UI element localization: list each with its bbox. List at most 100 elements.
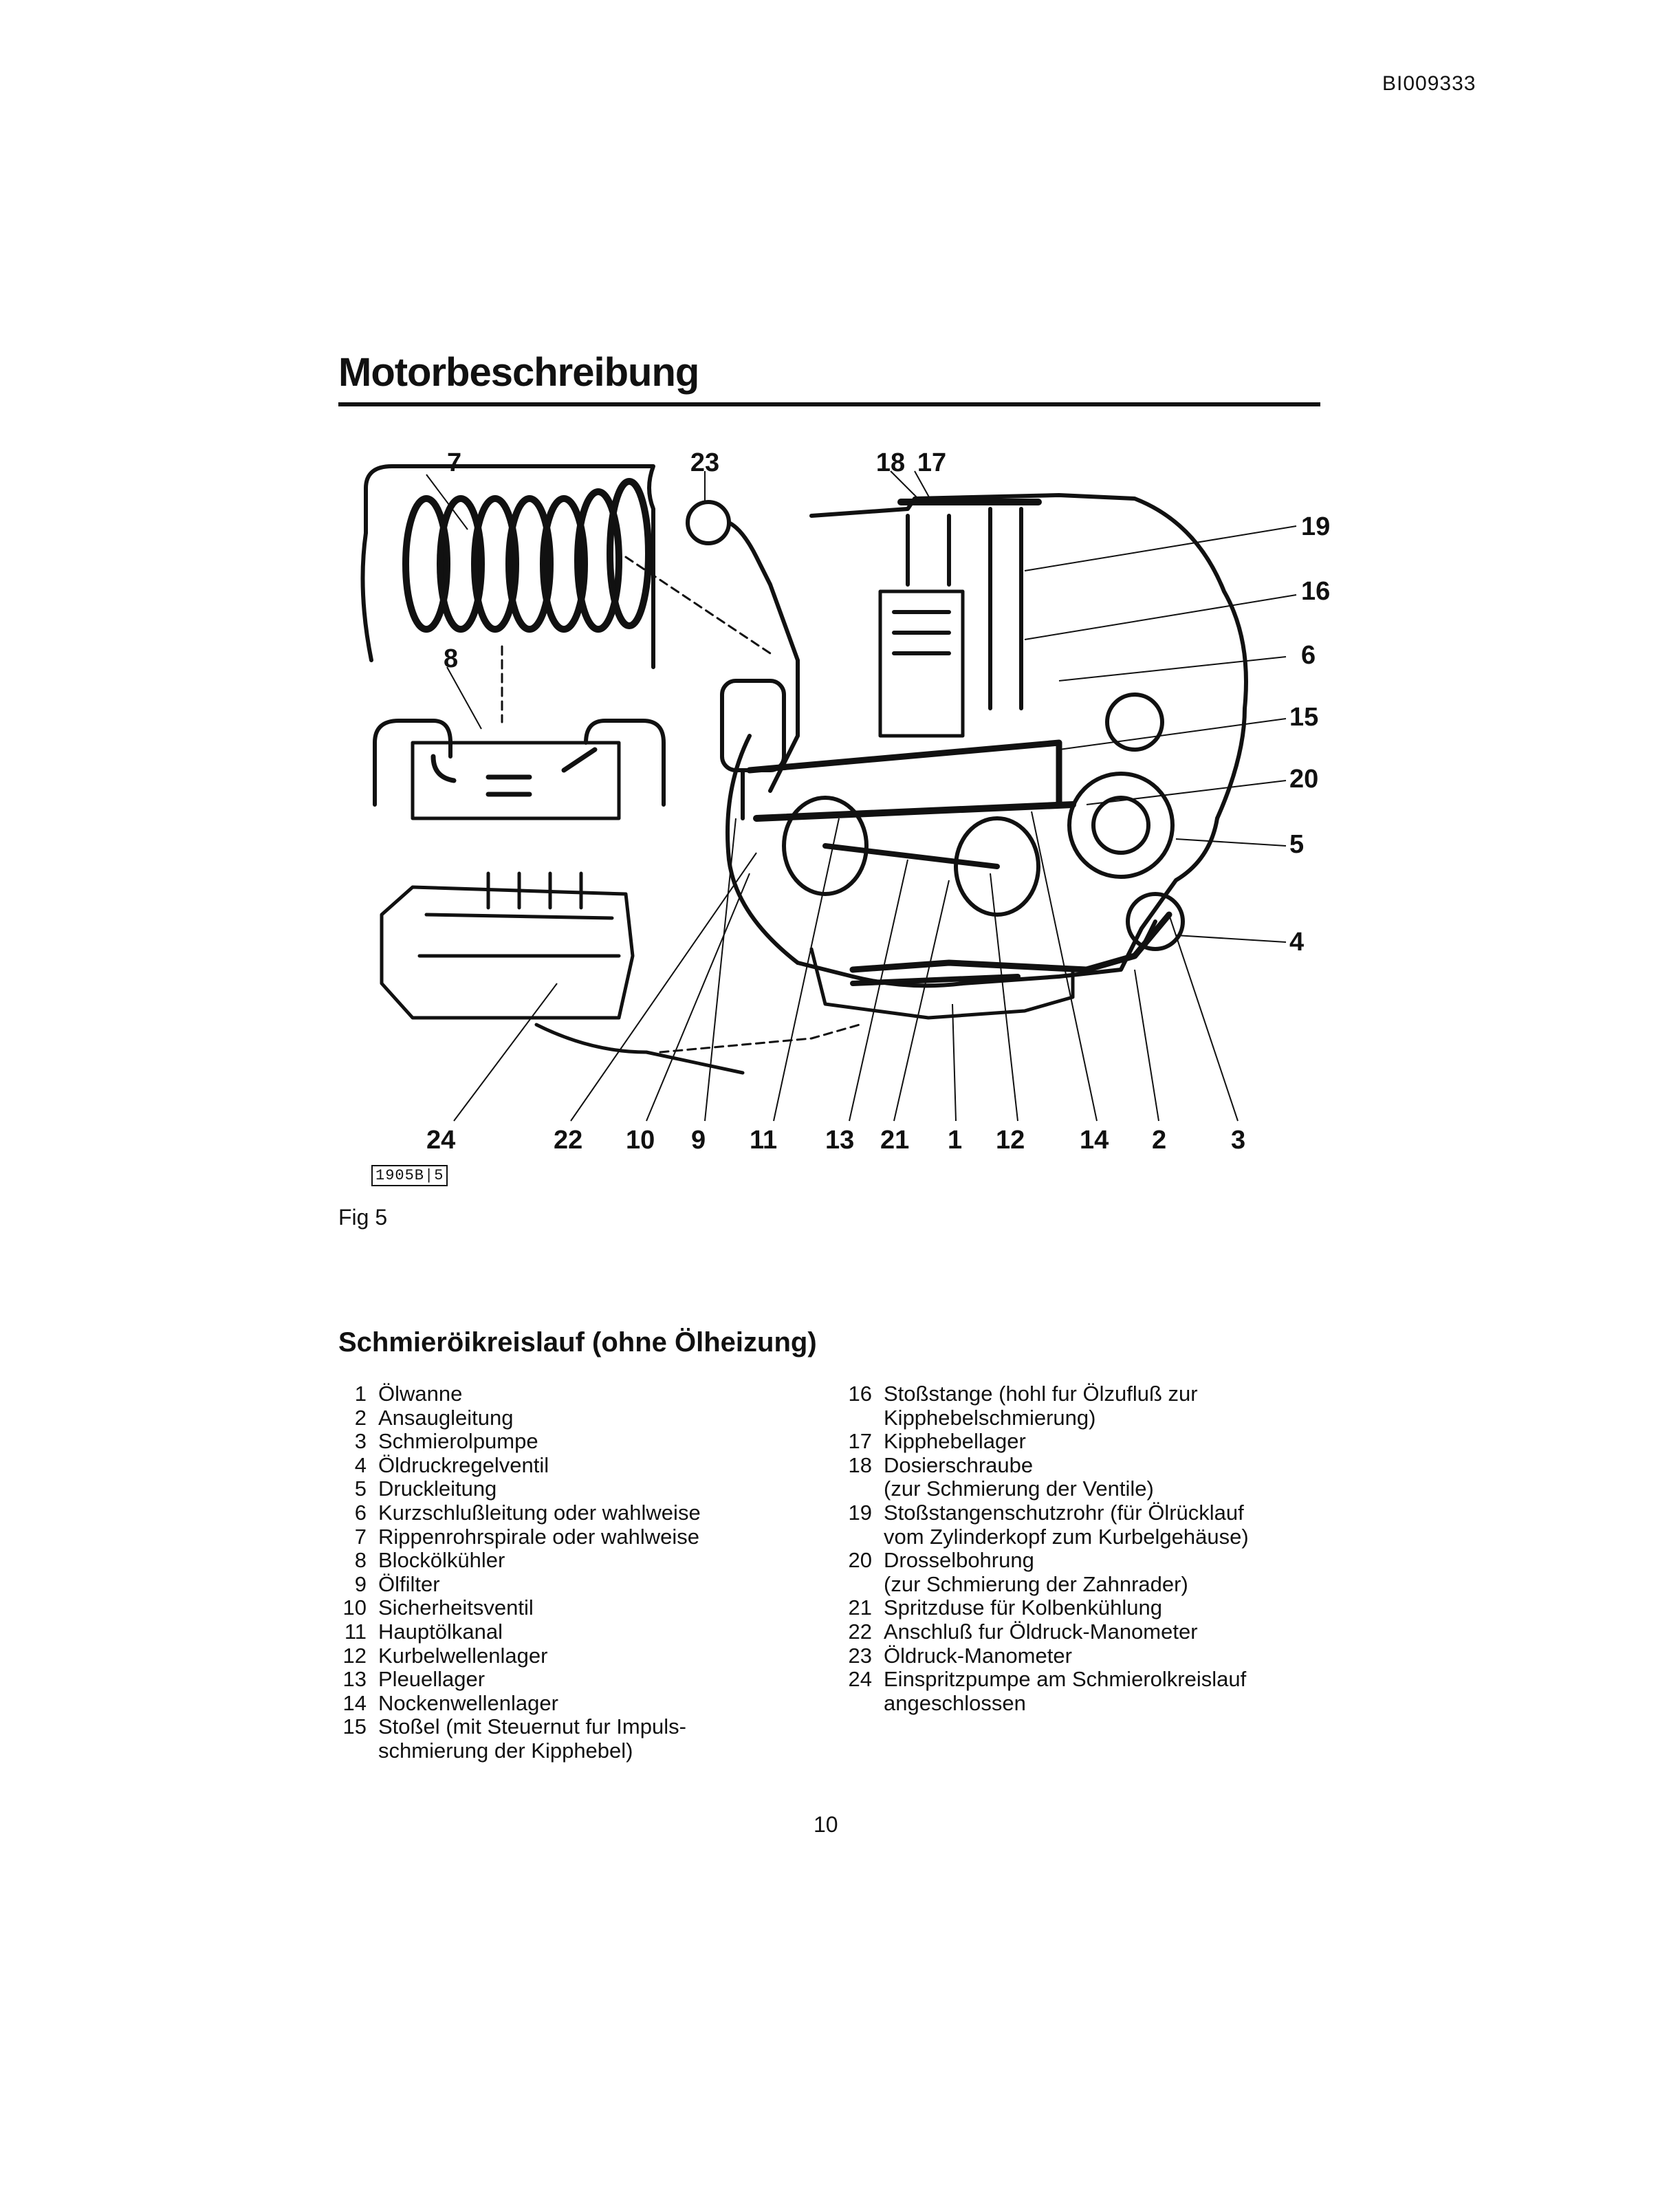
legend-item-number: 10: [342, 1595, 367, 1620]
finned-tube-spiral: [360, 464, 655, 669]
callout-6: 6: [1301, 641, 1316, 670]
callout-4: 4: [1289, 928, 1304, 957]
legend-item: 7 Rippenrohrspirale oder wahlweise: [330, 1525, 811, 1549]
legend-item-number: 14: [342, 1690, 367, 1715]
oil-flow-lines: [501, 556, 861, 1054]
legend-item-number: 9: [354, 1571, 367, 1596]
legend-item: 18 Dosierschraube (zur Schmierung der Ven…: [836, 1452, 1358, 1501]
legend-item-text: Nockenwellenlager: [378, 1690, 558, 1715]
legend-item-text: Dosierschraube (zur Schmierung der Venti…: [884, 1452, 1154, 1501]
legend-item: 20 Drosselbohrung (zur Schmierung der Zah…: [836, 1548, 1358, 1596]
legend-item-number: 24: [848, 1667, 872, 1692]
legend-item: 17 Kipphebellager: [836, 1430, 1358, 1454]
legend-item-number: 17: [848, 1429, 872, 1454]
callout-17: 17: [917, 448, 946, 477]
legend-item-text: Öldruck-Manometer: [884, 1643, 1072, 1668]
legend-item-number: 5: [354, 1476, 367, 1501]
engine-lubrication-diagram: 7 23 18 17 19 16 6 15 20 5 4 8 24 22 10 …: [360, 448, 1330, 1155]
legend-item-text: Kipphebellager: [884, 1429, 1026, 1454]
callout-9: 9: [691, 1126, 706, 1155]
legend-item-text: Sicherheitsventil: [378, 1595, 534, 1620]
injection-pump: [380, 871, 745, 1075]
legend-item-text: Kurbelwellenlager: [378, 1643, 548, 1668]
legend-item-text: Hauptölkanal: [378, 1619, 503, 1644]
figure-caption: Fig 5: [338, 1205, 388, 1230]
legend-item-number: 22: [848, 1619, 872, 1644]
legend-item-number: 16: [848, 1382, 872, 1406]
legend-item: 21 Spritzduse für Kolbenkühlung: [836, 1596, 1358, 1620]
callout-2: 2: [1152, 1126, 1166, 1155]
callout-11: 11: [750, 1126, 777, 1155]
legend-item-text: Öldruckregelventil: [378, 1452, 549, 1477]
callout-14: 14: [1080, 1126, 1109, 1155]
callout-23: 23: [690, 448, 719, 477]
legend-item-text: Schmierolpumpe: [378, 1429, 538, 1454]
callout-7: 7: [447, 448, 461, 477]
legend-item: 2 Ansaugleitung: [330, 1406, 811, 1430]
legend-item-number: 23: [848, 1643, 872, 1668]
legend-item: 14 Nockenwellenlager: [330, 1690, 811, 1716]
title-underline: [338, 402, 1320, 406]
page-title: Motorbeschreibung: [338, 350, 699, 395]
legend-item: 24 Einspritzpumpe am Schmierolkreislauf a…: [836, 1667, 1358, 1715]
legend-item-number: 18: [848, 1452, 872, 1477]
legend-item-text: Stoßstange (hohl fur Ölzufluß zur Kipphe…: [884, 1382, 1198, 1430]
legend-item-number: 1: [354, 1382, 367, 1406]
callout-1: 1: [948, 1126, 962, 1155]
callout-10: 10: [626, 1126, 655, 1155]
figure-code: 1905B|5: [371, 1165, 448, 1186]
leader-lines: [426, 470, 1297, 1122]
legend-item-text: Rippenrohrspirale oder wahlweise: [378, 1524, 699, 1549]
legend-item-number: 19: [848, 1500, 872, 1525]
callout-21: 21: [880, 1126, 909, 1155]
callout-16: 16: [1301, 577, 1330, 606]
legend-item-number: 12: [342, 1643, 367, 1668]
block-oil-cooler: [373, 719, 666, 820]
page-number: 10: [814, 1812, 838, 1837]
callout-22: 22: [554, 1126, 582, 1155]
legend-item: 16 Stoßstange (hohl fur Ölzufluß zur Kipp…: [836, 1382, 1358, 1430]
legend-item: 1 Ölwanne: [330, 1382, 811, 1406]
legend-item-number: 7: [354, 1524, 367, 1549]
legend-item: 19 Stoßstangenschutzrohr (für Ölrücklauf …: [836, 1501, 1358, 1549]
callout-18: 18: [876, 448, 905, 477]
legend-right-column: 16 Stoßstange (hohl fur Ölzufluß zur Kipp…: [836, 1382, 1358, 1715]
callout-20: 20: [1289, 765, 1318, 794]
legend-item-number: 20: [848, 1548, 872, 1573]
callout-5: 5: [1289, 830, 1304, 859]
legend-item-text: Spritzduse für Kolbenkühlung: [884, 1595, 1162, 1620]
legend-item-text: Stoßstangenschutzrohr (für Ölrücklauf vo…: [884, 1500, 1249, 1549]
legend-item: 9 Ölfilter: [330, 1571, 811, 1597]
section-heading: Schmieröikreislauf (ohne Ölheizung): [338, 1327, 817, 1358]
legend-item-number: 13: [342, 1667, 367, 1692]
legend-item-number: 15: [342, 1714, 367, 1739]
legend-item-text: Ölwanne: [378, 1382, 463, 1406]
legend-item: 23 Öldruck-Manometer: [836, 1644, 1358, 1668]
legend-item-text: Einspritzpumpe am Schmierolkreislauf ang…: [884, 1667, 1247, 1715]
callout-19: 19: [1301, 512, 1330, 541]
callout-15: 15: [1289, 703, 1318, 732]
legend-item-text: Stoßel (mit Steuernut fur Impuls- schmie…: [378, 1714, 686, 1763]
legend-item-text: Ölfilter: [378, 1571, 440, 1596]
legend-item-text: Kurzschlußleitung oder wahlweise: [378, 1500, 701, 1525]
callout-12: 12: [996, 1126, 1025, 1155]
legend-item-text: Drosselbohrung (zur Schmierung der Zahnr…: [884, 1548, 1188, 1596]
legend-item-text: Blockölkühler: [378, 1548, 505, 1573]
document-id: BI009333: [1382, 72, 1476, 95]
callout-8: 8: [444, 644, 458, 673]
legend-item-number: 2: [354, 1405, 367, 1430]
legend-item-text: Ansaugleitung: [378, 1405, 514, 1430]
legend-item: 3 Schmierolpumpe: [330, 1430, 811, 1454]
legend-item-number: 3: [354, 1429, 367, 1454]
legend-item-number: 4: [354, 1452, 367, 1477]
legend-item-number: 21: [848, 1595, 872, 1620]
legend-item: 15 Stoßel (mit Steuernut fur Impuls- schm…: [330, 1714, 811, 1763]
legend-item: 12 Kurbelwellenlager: [330, 1644, 811, 1668]
